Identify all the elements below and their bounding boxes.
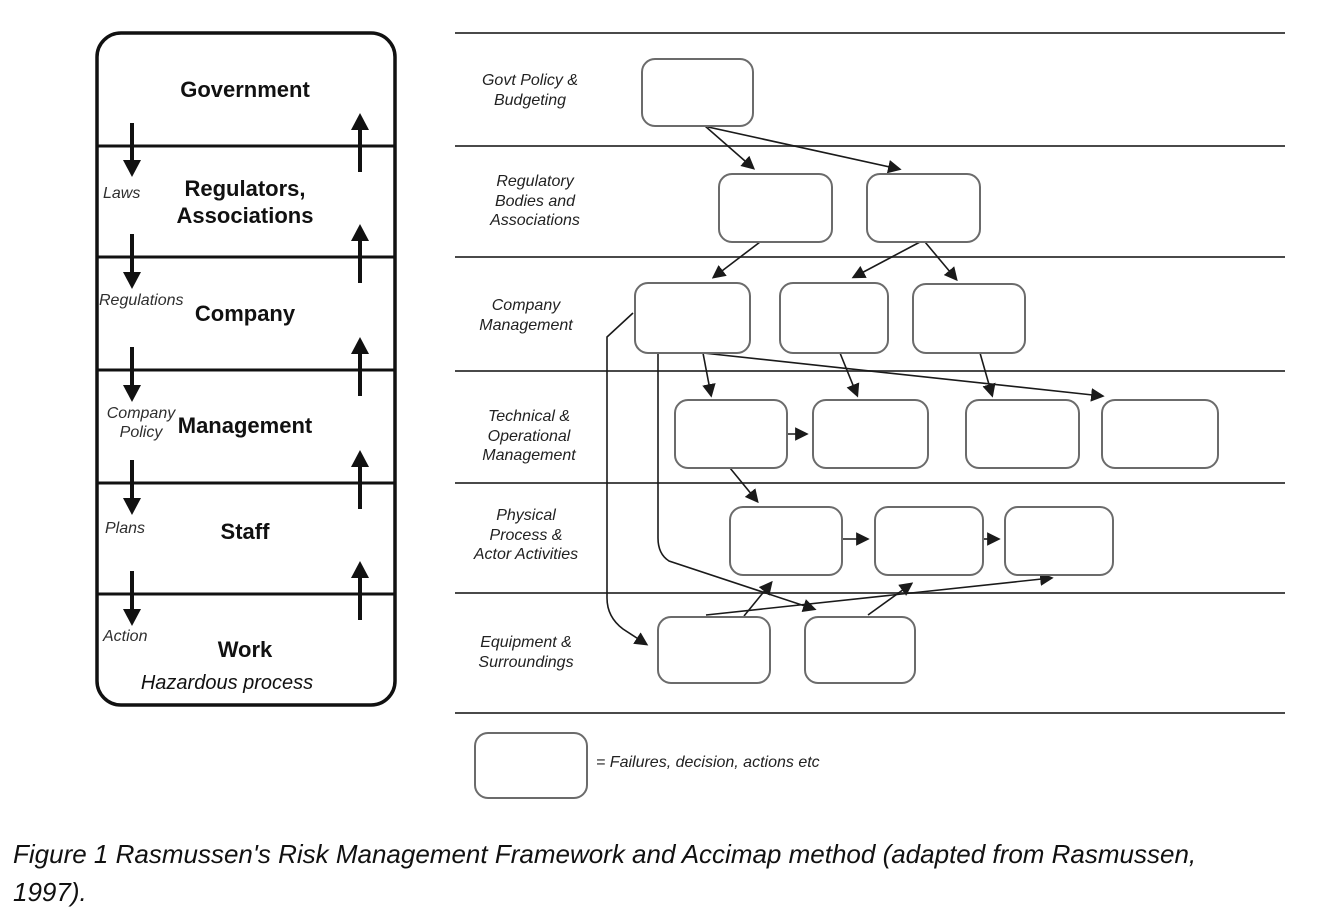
edge-equip2-phys2 <box>867 582 914 616</box>
framework-level-regulators: Regulators, Associations <box>176 176 314 228</box>
accimap-box-company-2 <box>779 282 889 354</box>
accimap-box-technical-3 <box>965 399 1080 469</box>
framework-level-government: Government <box>180 77 310 102</box>
edge-reg1-comp1 <box>711 241 761 279</box>
flow-label-plans: Plans <box>105 520 146 537</box>
accimap-box-technical-1 <box>674 399 788 469</box>
edge-comp3-tech3 <box>979 352 996 398</box>
accimap-row-label-company: Company Management <box>479 297 573 334</box>
accimap-row-label-physical: Physical Process & Actor Activities <box>473 507 579 563</box>
flow-label-laws: Laws <box>103 185 141 202</box>
accimap-box-physical-1 <box>729 506 843 576</box>
accimap-boxes <box>474 58 1219 799</box>
accimap-row-label-regulatory: Regulatory Bodies and Associations <box>490 173 580 229</box>
accimap-box-govt-1 <box>641 58 754 127</box>
accimap-connections <box>606 125 1105 646</box>
framework-down-arrows <box>123 123 141 626</box>
edge-comp2-tech2 <box>839 352 860 398</box>
framework-level-staff: Staff <box>220 519 270 544</box>
accimap-row-label-govt-policy: Govt Policy & Budgeting <box>481 72 579 109</box>
edge-govt1-reg1 <box>704 125 756 170</box>
accimap-box-company-3 <box>912 283 1026 354</box>
edge-tech1-phys1 <box>729 467 759 504</box>
edge-reg2-comp3 <box>924 241 958 282</box>
flow-label-regulations: Regulations <box>99 292 184 309</box>
framework-level-work: Work <box>217 637 273 662</box>
framework-dividers <box>98 144 394 596</box>
accimap-box-technical-4 <box>1101 399 1219 469</box>
legend-label: = Failures, decision, actions etc <box>596 754 820 771</box>
accimap-box-equipment-1 <box>657 616 771 684</box>
accimap-row-label-equipment: Equipment & Surroundings <box>478 634 574 671</box>
figure-caption: Figure 1 Rasmussen's Risk Management Fra… <box>13 839 1197 907</box>
framework-bottom-label: Hazardous process <box>140 672 314 694</box>
flow-label-company-policy: Company Policy <box>106 405 176 441</box>
edge-reg2-comp2 <box>851 241 921 279</box>
accimap-box-technical-2 <box>812 399 929 469</box>
accimap-box-equipment-2 <box>804 616 916 684</box>
accimap-box-physical-2 <box>874 506 984 576</box>
framework-level-company: Company <box>194 301 296 326</box>
edge-govt1-reg2 <box>707 126 902 174</box>
framework-level-management: Management <box>177 413 313 438</box>
accimap-box-regulatory-2 <box>866 173 981 243</box>
edge-comp1-tech4 <box>702 352 1105 402</box>
edge-comp1-equip2 <box>657 353 817 613</box>
framework-panel <box>95 31 397 707</box>
framework-up-arrows <box>351 113 369 620</box>
accimap-box-regulatory-1 <box>718 173 833 243</box>
accimap-level-separators <box>455 32 1285 714</box>
flow-label-action: Action <box>103 628 148 645</box>
edge-equip1-phys3 <box>705 572 1054 616</box>
edge-comp1-equip1 <box>606 312 649 646</box>
edge-comp1-tech1 <box>702 352 716 398</box>
accimap-box-physical-3 <box>1004 506 1114 576</box>
accimap-box-company-1 <box>634 282 751 354</box>
legend-box <box>474 732 588 799</box>
accimap-row-label-technical: Technical & Operational Management <box>482 408 576 464</box>
